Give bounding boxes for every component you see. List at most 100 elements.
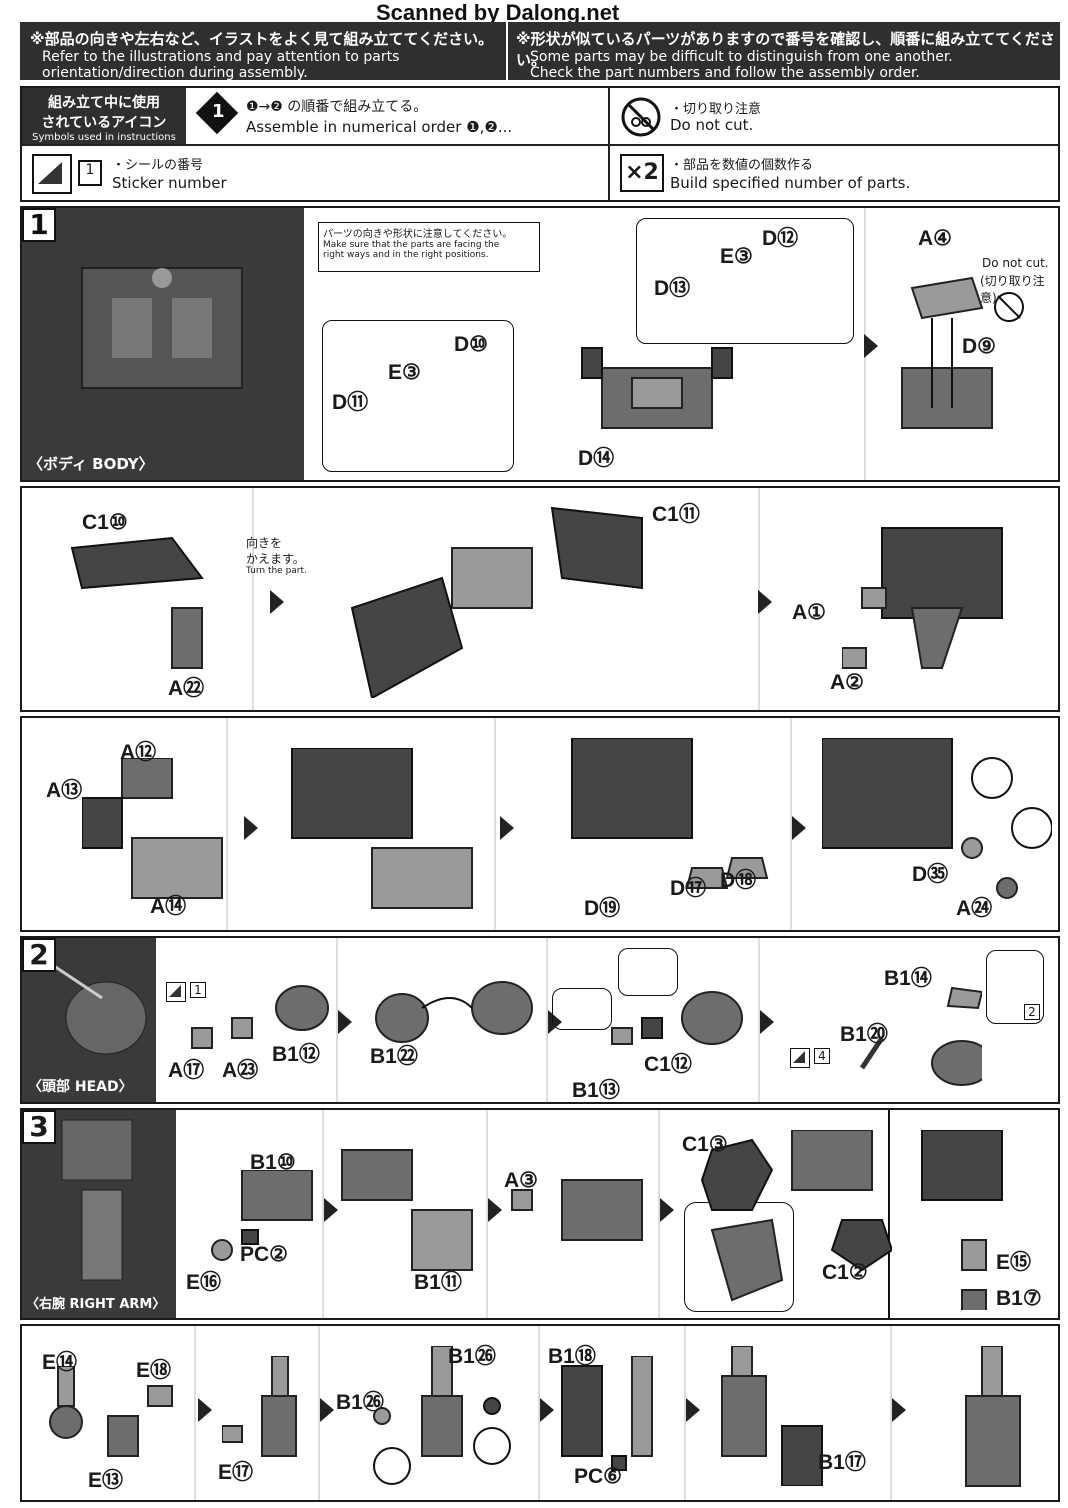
header-left: ※部品の向きや左右など、イラストをよく見て組み立ててください。 Refer to… bbox=[20, 22, 506, 81]
part-b1-18: B1⑱ bbox=[548, 1345, 596, 1368]
step3-image-panel: 〈右腕 RIGHT ARM〉 bbox=[22, 1110, 176, 1318]
x2-icon: ×2 bbox=[620, 154, 664, 192]
part-d17: D⑰ bbox=[670, 877, 707, 900]
part-b1-11: B1⑪ bbox=[414, 1271, 462, 1294]
header-left-en1: Refer to the illustrations and pay atten… bbox=[42, 49, 400, 65]
part-d12: D⑫ bbox=[762, 227, 799, 250]
callout bbox=[986, 950, 1044, 1024]
arm-lower-part-drawing bbox=[49, 1366, 173, 1457]
header-left-en2: orientation/direction during assembly. bbox=[42, 65, 308, 81]
part-b1-26b: B1㉖ bbox=[448, 1345, 496, 1368]
step3-number: 3 bbox=[22, 1110, 56, 1144]
part-a23: A㉓ bbox=[222, 1059, 259, 1082]
part-e13: E⑬ bbox=[88, 1469, 124, 1492]
part-b1-22: B1㉒ bbox=[370, 1045, 418, 1068]
sticker-icon bbox=[32, 154, 72, 194]
step1-panel: 〈ボディ BODY〉 1 パーツの向きや形状に注意してください。 Make su… bbox=[20, 206, 1060, 482]
step-arrow bbox=[338, 1010, 352, 1034]
step-arrow bbox=[758, 590, 772, 614]
step-arrow bbox=[760, 1010, 774, 1034]
part-c1-12: C1⑫ bbox=[644, 1053, 692, 1076]
step1b-panel: 向きを かえます。 Turn the part. C1⑩ A㉒ C1⑪ A① A… bbox=[20, 486, 1060, 712]
step3-section-label: 〈右腕 RIGHT ARM〉 bbox=[26, 1297, 166, 1312]
notice-jp: パーツの向きや形状に注意してください。 bbox=[323, 229, 513, 240]
step1-section-label: 〈ボディ BODY〉 bbox=[28, 455, 154, 473]
sticker-1: 1 bbox=[190, 982, 206, 998]
do-not-cut-icon bbox=[621, 97, 661, 137]
part-a14: A⑭ bbox=[150, 895, 187, 918]
do-not-cut-label: Do not cut. bbox=[982, 256, 1049, 270]
step-arrow bbox=[892, 1398, 906, 1422]
part-a24: A㉔ bbox=[956, 897, 993, 920]
arm-lower-assembly-final bbox=[965, 1346, 1021, 1487]
head-assembly-drawing bbox=[375, 981, 533, 1043]
step-arrow bbox=[324, 1198, 338, 1222]
turn-jp2: かえます。 bbox=[246, 552, 305, 566]
part-d10: D⑩ bbox=[454, 333, 488, 356]
part-e3b: E③ bbox=[720, 245, 753, 268]
symbols-title: 組み立て中に使用 されているアイコン Symbols used in instr… bbox=[22, 88, 186, 144]
arm-assembly-drawing-2 bbox=[511, 1179, 643, 1241]
sticker-en: Sticker number bbox=[112, 174, 227, 192]
part-b1-26a: B1㉖ bbox=[336, 1391, 384, 1414]
step-arrow bbox=[320, 1398, 334, 1422]
part-b1-10: B1⑩ bbox=[250, 1151, 296, 1174]
symbols-title-en: Symbols used in instructions bbox=[32, 132, 176, 143]
part-b1-20: B1⑳ bbox=[840, 1023, 888, 1046]
cut-en: Do not cut. bbox=[670, 116, 754, 134]
order-diamond-num: 1 bbox=[212, 101, 225, 122]
assembly-drawing-result bbox=[842, 527, 1003, 669]
part-a22: A㉒ bbox=[168, 677, 205, 700]
part-drawing bbox=[82, 758, 223, 899]
arm-lower-assembly-3 bbox=[561, 1356, 653, 1471]
head-assembly-drawing-3 bbox=[859, 986, 982, 1086]
body-preview-image bbox=[81, 267, 243, 389]
part-b1-7: B1⑦ bbox=[996, 1287, 1042, 1310]
arm-part-drawing bbox=[211, 1170, 313, 1261]
step3b-panel: E⑭ E⑱ E⑬ E⑰ B1㉖ B1㉖ B1⑱ PC⑥ B1⑰ bbox=[20, 1324, 1060, 1502]
header-left-jp: ※部品の向きや左右など、イラストをよく見て組み立ててください。 bbox=[30, 30, 494, 48]
step2-panel: 〈頭部 HEAD〉 2 1 4 2 A⑰ A㉓ B1⑫ B1㉒ B1⑬ C1⑫ … bbox=[20, 936, 1060, 1104]
part-pc2: PC② bbox=[240, 1243, 288, 1266]
arm-lower-assembly-4 bbox=[721, 1346, 823, 1486]
order-jp: ❶→❷ の順番で組み立てる。 bbox=[246, 99, 428, 115]
assembly-drawing-3 bbox=[822, 738, 1052, 899]
symbols-title-jp1: 組み立て中に使用 bbox=[48, 95, 160, 111]
part-d35: D㉟ bbox=[912, 863, 949, 886]
step-arrow bbox=[660, 1198, 674, 1222]
head-assembly-drawing-2 bbox=[611, 991, 743, 1045]
part-d14: D⑭ bbox=[578, 447, 615, 470]
sticker-jp: ・シールの番号 bbox=[112, 158, 204, 173]
notice-en1: Make sure that the parts are facing the bbox=[323, 240, 500, 250]
symbols-title-jp2: されているアイコン bbox=[41, 115, 167, 131]
arm-lower-assembly bbox=[222, 1356, 297, 1457]
sticker-icon bbox=[790, 1048, 810, 1068]
arm-assembly-drawing bbox=[341, 1149, 473, 1271]
sticker-number-box: 1 bbox=[78, 160, 102, 186]
part-e15: E⑮ bbox=[996, 1251, 1032, 1274]
part-a12: A⑫ bbox=[120, 741, 157, 764]
order-en: Assemble in numerical order ❶,❷... bbox=[246, 118, 513, 136]
arm-assembly-drawing-4 bbox=[921, 1130, 1003, 1310]
sticker-4: 4 bbox=[814, 1048, 830, 1064]
part-a4: A④ bbox=[918, 227, 952, 250]
step-arrow bbox=[488, 1198, 502, 1222]
callout bbox=[552, 988, 612, 1030]
step2-number: 2 bbox=[22, 938, 56, 972]
watermark: Scanned by Dalong.net bbox=[372, 0, 624, 26]
part-d18: D⑱ bbox=[720, 869, 757, 892]
step-arrow bbox=[270, 590, 284, 614]
assembly-drawing bbox=[350, 506, 643, 698]
part-a1: A① bbox=[792, 601, 826, 624]
step1-notice: パーツの向きや形状に注意してください。 Make sure that the p… bbox=[318, 222, 540, 272]
header-right: ※形状が似ているパーツがありますので番号を確認し、順番に組み立ててください。 S… bbox=[508, 22, 1060, 81]
part-drawing bbox=[70, 536, 204, 669]
part-e3: E③ bbox=[388, 361, 421, 384]
step1c-panel: A⑫ A⑬ A⑭ D⑰ D⑱ D⑲ D㉟ A㉔ bbox=[20, 716, 1060, 932]
sticker-icon bbox=[166, 982, 186, 1002]
part-a13: A⑬ bbox=[46, 779, 83, 802]
head-part-drawing bbox=[191, 985, 329, 1049]
step-arrow bbox=[864, 334, 878, 358]
arm-lower-assembly-2 bbox=[373, 1346, 511, 1485]
part-d19: D⑲ bbox=[584, 897, 621, 920]
